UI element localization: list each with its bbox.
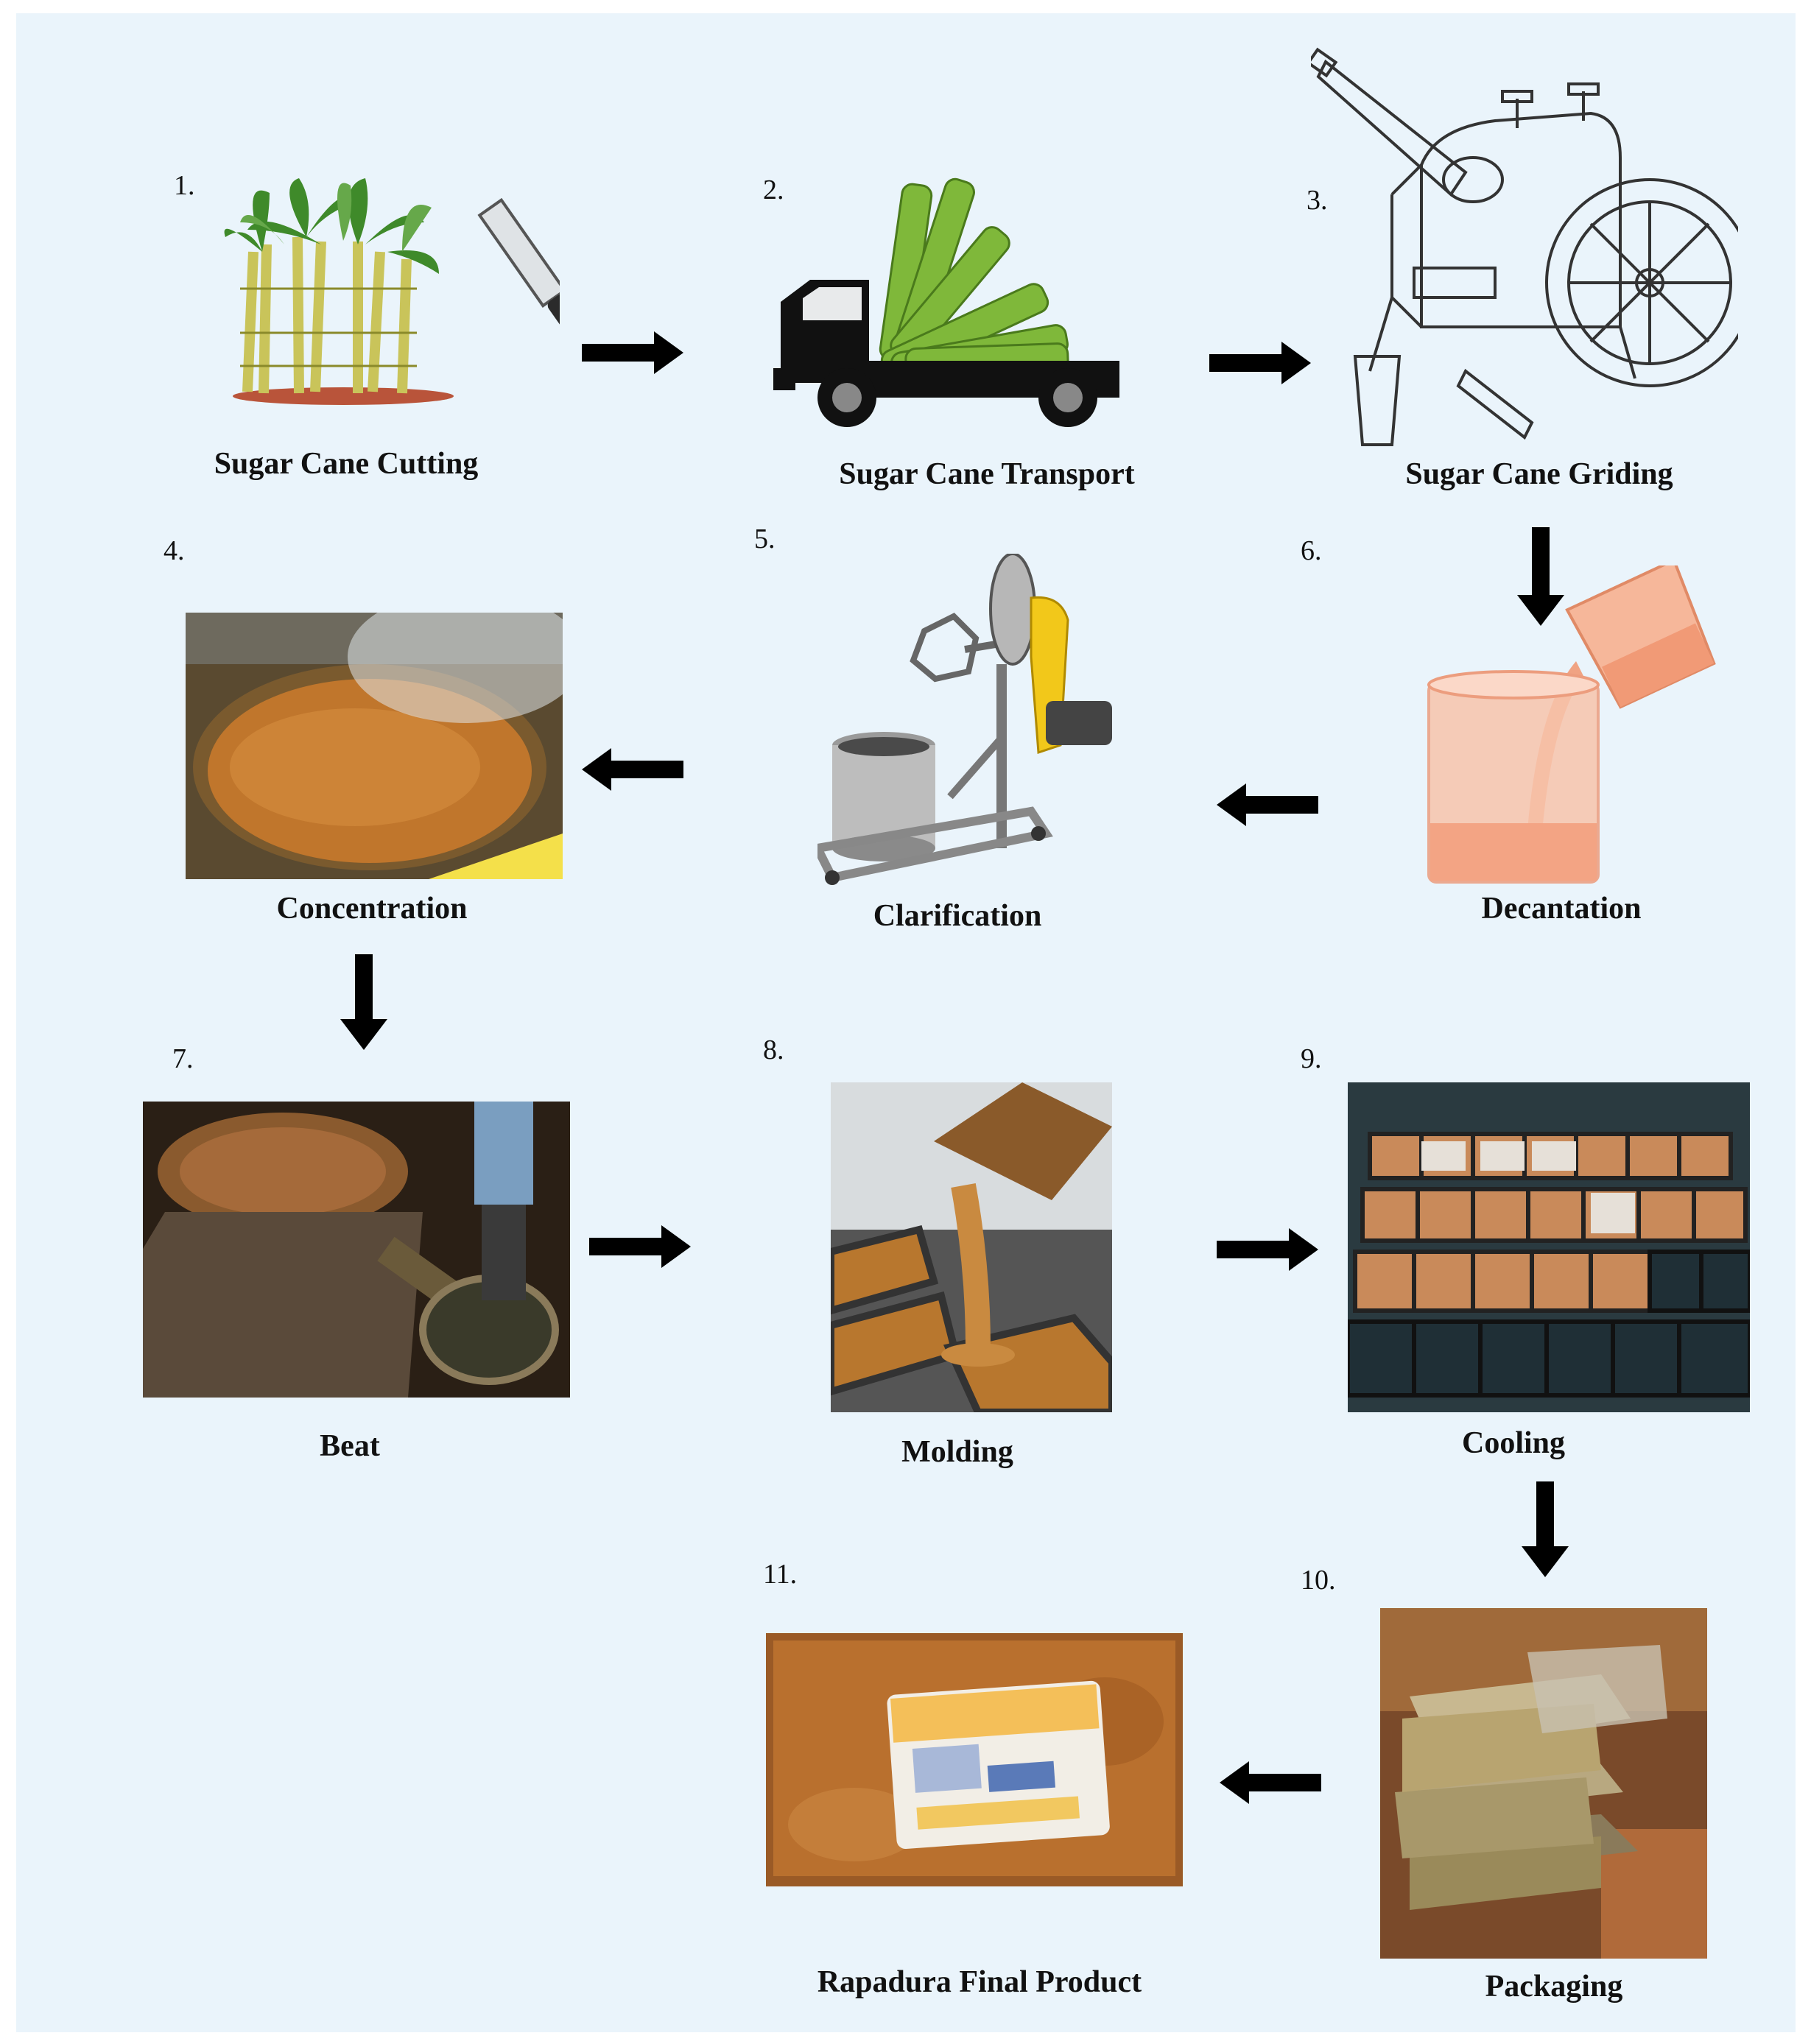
step-7-number: 7. <box>172 1043 194 1074</box>
arrow-8-to-9 <box>1217 1228 1318 1271</box>
step-5-label: Clarification <box>873 899 1042 933</box>
final-product-photo <box>766 1633 1183 1886</box>
arrow-7-to-8 <box>589 1225 691 1268</box>
beating-pan-photo <box>143 1102 570 1398</box>
step-1-number: 1. <box>174 170 195 201</box>
step-3-number: 3. <box>1307 185 1328 216</box>
arrow-9-to-10 <box>1522 1481 1569 1577</box>
step-10-number: 10. <box>1301 1565 1336 1596</box>
truck-with-cane-icon <box>766 169 1142 430</box>
arrow-10-to-11 <box>1220 1761 1321 1804</box>
step-4-label: Concentration <box>276 892 468 926</box>
step-7-label: Beat <box>320 1429 380 1463</box>
step-6-number: 6. <box>1301 535 1322 566</box>
pouring-juice-beakers-icon <box>1421 565 1738 885</box>
step-3-label: Sugar Cane Griding <box>1405 457 1673 491</box>
packaged-blocks-photo <box>1380 1608 1707 1959</box>
arrow-3-to-6 <box>1517 527 1564 626</box>
arrow-4-to-7 <box>340 954 387 1050</box>
step-10-label: Packaging <box>1485 1970 1623 2004</box>
cooling-trays-photo <box>1348 1082 1750 1412</box>
arrow-5-to-4 <box>582 748 683 791</box>
arrow-2-to-3 <box>1209 342 1311 384</box>
step-2-label: Sugar Cane Transport <box>839 457 1135 491</box>
step-6-label: Decantation <box>1481 892 1642 926</box>
step-4-number: 4. <box>163 535 185 566</box>
arrow-6-to-5 <box>1217 783 1318 826</box>
step-2-number: 2. <box>763 175 784 205</box>
step-11-number: 11. <box>763 1559 798 1590</box>
arrow-1-to-2 <box>582 331 683 374</box>
molding-pour-photo <box>831 1082 1112 1412</box>
boiling-pan-photo <box>186 613 563 879</box>
cane-grinder-machine-icon <box>1311 47 1738 451</box>
step-8-number: 8. <box>763 1035 784 1065</box>
clarifier-mixer-machine <box>817 554 1127 888</box>
step-8-label: Molding <box>901 1435 1013 1469</box>
step-11-label: Rapadura Final Product <box>817 1965 1142 1999</box>
step-5-number: 5. <box>754 524 776 554</box>
step-9-label: Cooling <box>1461 1426 1566 1460</box>
sugar-cane-machete-icon <box>218 171 560 408</box>
step-1-label: Sugar Cane Cutting <box>214 447 479 481</box>
step-9-number: 9. <box>1301 1043 1322 1074</box>
